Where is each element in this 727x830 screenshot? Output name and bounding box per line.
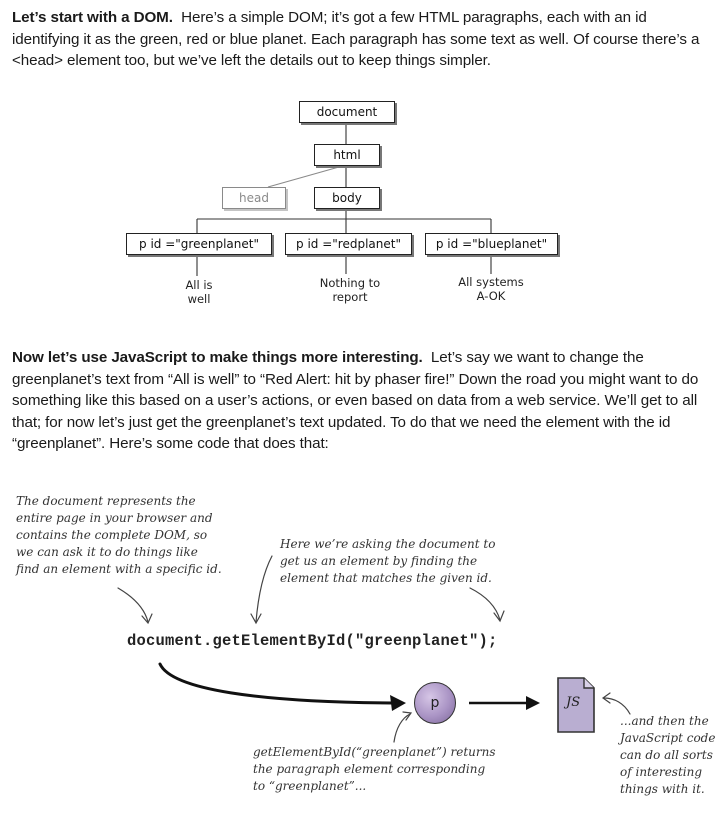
js-file-icon [557, 677, 595, 733]
text-node-redplanet: Nothing to report [319, 276, 381, 304]
p-element-node: p [414, 682, 456, 724]
intro-paragraph: Let’s start with a DOM. Here’s a simple … [12, 7, 712, 72]
node-p-greenplanet: p id ="greenplanet" [126, 233, 272, 255]
js-paragraph: Now let’s use JavaScript to make things … [12, 347, 712, 455]
node-html: html [314, 144, 380, 166]
node-document: document [299, 101, 395, 123]
intro-heading: Let’s start with a DOM. [12, 9, 173, 26]
intro-text: Here’s a simple DOM; it’s got a few HTML… [12, 9, 700, 70]
text-node-greenplanet: All is well [185, 278, 213, 306]
annotation-then: ...and then the JavaScript code can do a… [620, 714, 716, 796]
annotation-returns: getElementById(“greenplanet”) returns th… [253, 745, 496, 793]
text-node-blueplanet: All systems A-OK [458, 275, 524, 303]
node-body: body [314, 187, 380, 209]
annotation-document: The document represents the entire page … [16, 494, 222, 576]
node-p-redplanet: p id ="redplanet" [285, 233, 412, 255]
node-p-blueplanet: p id ="blueplanet" [425, 233, 558, 255]
annotation-asking: Here we’re asking the document to get us… [280, 537, 496, 585]
node-head: head [222, 187, 286, 209]
code-line: document.getElementById("greenplanet"); [127, 632, 498, 650]
js-heading: Now let’s use JavaScript to make things … [12, 349, 423, 366]
js-text: Let’s say we want to change the greenpla… [12, 349, 699, 453]
js-file-label: JS [566, 695, 581, 710]
